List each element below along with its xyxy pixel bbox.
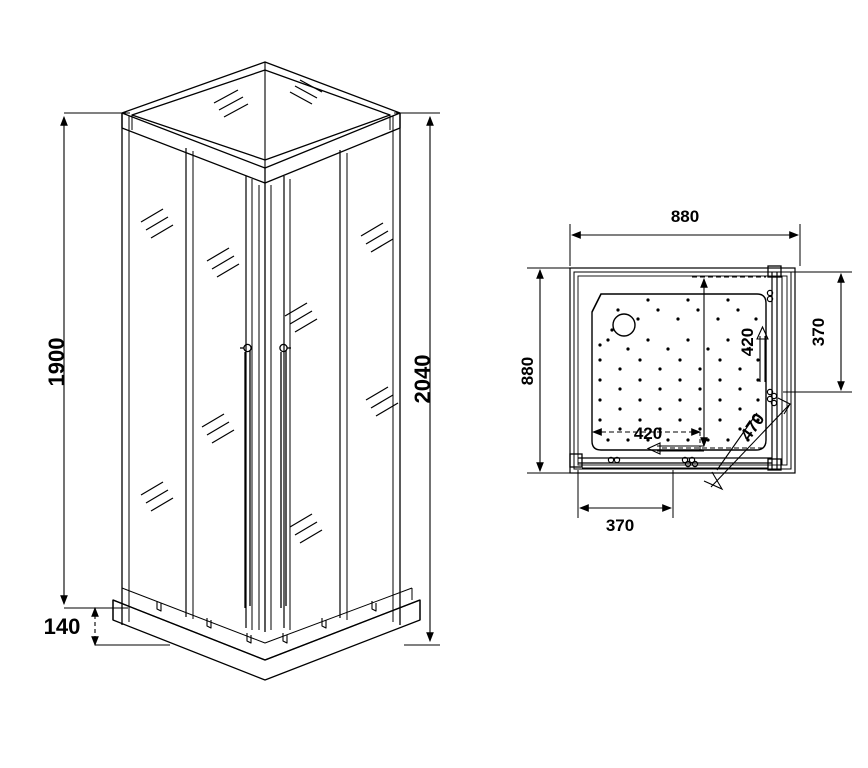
door-direction-arrow-bottom (646, 442, 704, 455)
dimension-370-bottom (577, 470, 674, 518)
tray-chamfer (591, 293, 602, 313)
dimension-label-370-bottom: 370 (606, 516, 634, 535)
door-direction-arrow-right (756, 325, 769, 382)
dimension-420-bottom (591, 428, 702, 452)
isometric-enclosure-view (112, 61, 421, 681)
tray-outline (591, 293, 767, 451)
door-handle-left (240, 343, 252, 608)
dimension-2040 (394, 112, 440, 646)
dimension-370-right (783, 271, 852, 393)
dimension-880-top (569, 224, 801, 266)
dimension-420-right (662, 276, 766, 449)
shower-tray-base (112, 587, 421, 681)
plan-outer-frame (569, 267, 796, 474)
dimension-label-2040: 2040 (410, 355, 435, 404)
dimension-label-420-right: 420 (738, 328, 757, 356)
dimension-label-880-top: 880 (671, 207, 699, 226)
drain-hole-icon (612, 313, 636, 337)
rail-clip-icon (156, 601, 377, 644)
dimension-880-left (527, 267, 570, 474)
glass-reflection-icon (213, 79, 323, 118)
anti-slip-dots (598, 298, 760, 442)
dimension-470-diagonal (703, 397, 791, 491)
dimension-140 (91, 606, 170, 647)
door-rail-bottom (569, 453, 772, 469)
dimension-label-140: 140 (44, 614, 81, 639)
dimension-label-420-bottom: 420 (634, 424, 662, 443)
dimension-label-1900: 1900 (44, 338, 69, 387)
glass-reflection-icon (140, 208, 399, 544)
dimension-label-880-left: 880 (518, 357, 537, 385)
plan-tray-view (569, 265, 796, 474)
dimension-label-370-right: 370 (809, 318, 828, 346)
door-handle-right (279, 343, 291, 608)
door-rail-right (766, 265, 783, 471)
